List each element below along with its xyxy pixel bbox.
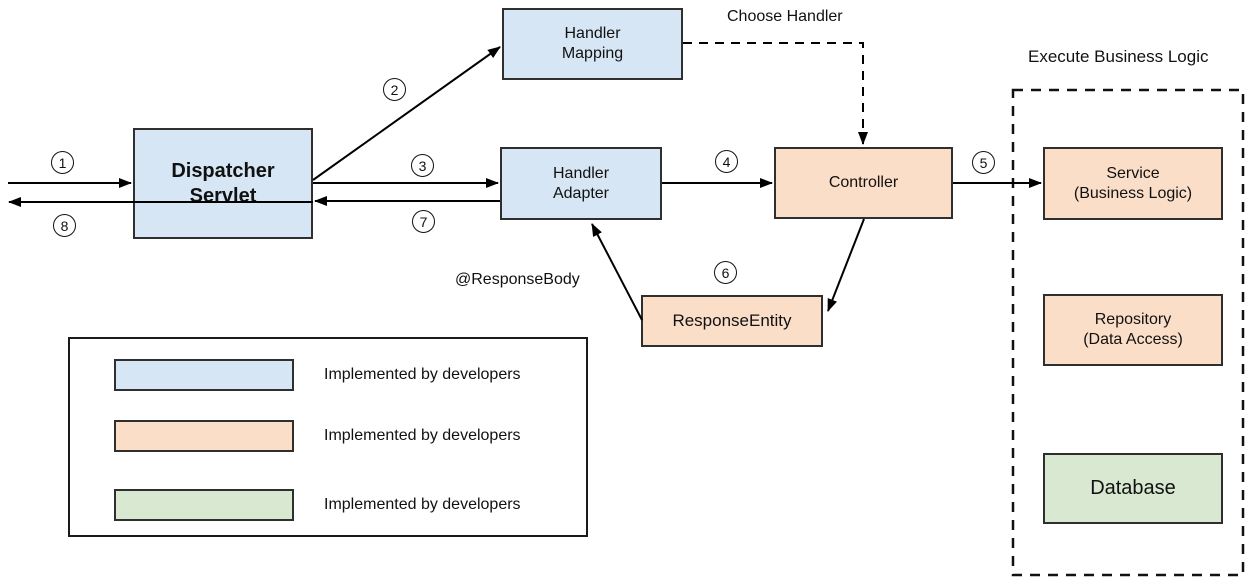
node-label: Mapping <box>561 45 624 62</box>
node-handler-mapping: Handler Mapping <box>502 8 683 80</box>
node-label: Adapter <box>552 184 610 202</box>
step-4-badge: 4 <box>715 150 738 173</box>
step-7-badge: 7 <box>412 210 435 233</box>
legend-swatch-blue <box>114 359 294 391</box>
legend-swatch-peach <box>114 420 294 452</box>
node-label: (Data Access) <box>1083 331 1183 348</box>
node-label: Database <box>1090 477 1176 499</box>
legend-item-blue: Implemented by developers <box>70 359 586 391</box>
legend-label: Implemented by developers <box>324 366 521 383</box>
step-3-badge: 3 <box>411 154 434 177</box>
node-handler-adapter: Handler Adapter <box>500 147 662 220</box>
node-label: Handler <box>552 164 610 182</box>
node-label: Service <box>1106 164 1160 182</box>
dashed-arrow-choose-handler <box>683 42 868 145</box>
node-label: Controller <box>828 174 899 191</box>
legend-swatch-green <box>114 489 294 521</box>
node-dispatcher-servlet: Dispatcher Servlet <box>133 128 313 239</box>
legend-item-peach: Implemented by developers <box>70 420 586 452</box>
annotation-response-body: @ResponseBody <box>455 271 580 288</box>
node-label: Servlet <box>189 184 257 207</box>
node-label: (Business Logic) <box>1073 184 1193 202</box>
step-6-badge: 6 <box>714 261 737 284</box>
step-5-badge: 5 <box>972 151 995 174</box>
node-label: Repository <box>1094 311 1172 328</box>
node-database: Database <box>1043 453 1223 524</box>
node-service: Service (Business Logic) <box>1043 147 1223 220</box>
node-label: ResponseEntity <box>672 311 792 331</box>
node-response-entity: ResponseEntity <box>641 295 823 347</box>
node-label: Dispatcher <box>171 159 275 182</box>
step-2-badge: 2 <box>383 78 406 101</box>
legend-box: Implemented by developers Implemented by… <box>68 337 588 537</box>
node-label: Handler <box>564 25 621 42</box>
step-8-badge: 8 <box>53 214 76 237</box>
arrow-step6-to-response-entity <box>827 218 865 312</box>
node-repository: Repository (Data Access) <box>1043 294 1223 366</box>
node-controller: Controller <box>774 147 953 219</box>
step-1-badge: 1 <box>51 151 74 174</box>
legend-label: Implemented by developers <box>324 496 521 513</box>
annotation-choose-handler: Choose Handler <box>727 8 843 25</box>
legend-label: Implemented by developers <box>324 427 521 444</box>
annotation-execute-business-logic: Execute Business Logic <box>1028 47 1209 66</box>
legend-item-green: Implemented by developers <box>70 489 586 521</box>
arrow-step2-to-handler-mapping <box>312 46 501 181</box>
